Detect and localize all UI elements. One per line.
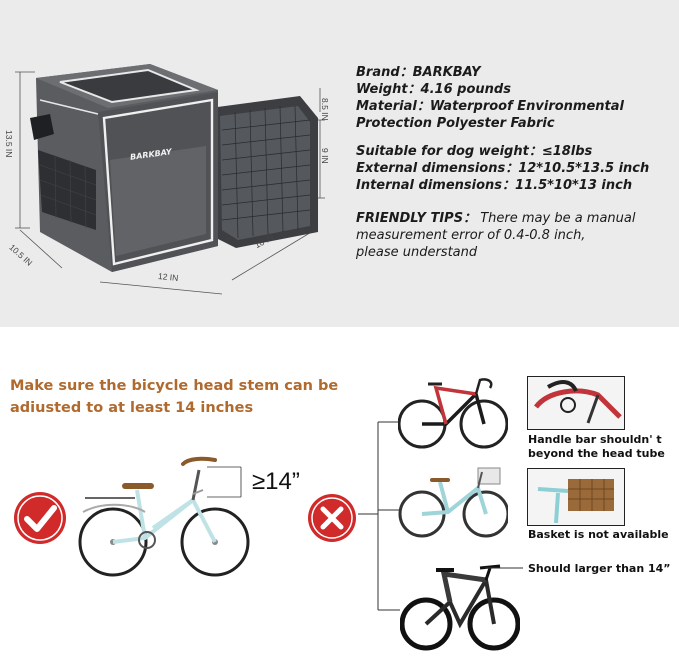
basket-bicycle-image [398, 467, 508, 538]
headline-line1: Make sure the bicycle head stem can be [10, 378, 339, 394]
tips-label: FRIENDLY TIPS： [356, 211, 477, 226]
spec-suitable-weight: Suitable for dog weight：≤18lbs [356, 144, 593, 159]
x-mark-icon [308, 494, 356, 542]
dimension-width: 12 IN [157, 270, 179, 284]
basket-photo [527, 468, 625, 526]
product-panel: BARKBAY 13.5 IN 10.5 IN 12 IN 10 IN 8.5 … [0, 0, 679, 327]
tips-text-line2: measurement error of 0.4-0.8 inch, [356, 228, 586, 243]
spec-material: Material：Waterproof Environmental [356, 99, 624, 114]
caption-should-larger: Should larger than 14” [528, 562, 671, 575]
checkmark-icon [14, 492, 66, 544]
caption-handlebar-line2: beyond the head tube [528, 447, 665, 460]
dimension-height: 13.5 IN [4, 130, 14, 158]
spec-weight: Weight：4.16 pounds [356, 82, 511, 97]
product-specifications: Brand：BARKBAY Weight：4.16 pounds Materia… [356, 64, 676, 194]
stem-measure-label: ≥14” [252, 468, 300, 495]
bicycle-requirement-headline: Make sure the bicycle head stem can be a… [10, 375, 338, 419]
road-bicycle-image [398, 378, 508, 449]
mountain-bicycle-image [400, 564, 520, 651]
comparison-bracket [358, 421, 400, 611]
spec-material-cont: Protection Polyester Fabric [356, 116, 555, 131]
tips-text: There may be a manual [476, 211, 636, 226]
caption-handlebar-line1: Handle bar shouldn' t [528, 433, 662, 446]
headline-line2: adiusted to at least 14 inches [10, 400, 254, 416]
larger-pointer-line [485, 567, 523, 569]
dimension-extension-side: 9 IN [320, 148, 330, 164]
spec-brand: Brand：BARKBAY [356, 65, 481, 80]
handlebar-drawing [534, 380, 622, 424]
handlebar-photo [527, 376, 625, 430]
stem-height-bracket [207, 466, 242, 498]
pet-carrier-bag-image [15, 64, 325, 295]
basket-drawing [537, 479, 614, 524]
spec-internal-dimensions: Internal dimensions：11.5*10*13 inch [356, 178, 633, 193]
friendly-tips: FRIENDLY TIPS： There may be a manual mea… [356, 210, 676, 261]
city-bicycle-image [78, 456, 250, 577]
dimension-extension-top: 8.5 IN [320, 98, 330, 121]
spec-external-dimensions: External dimensions：12*10.5*13.5 inch [356, 161, 650, 176]
tips-text-line3: please understand [356, 245, 478, 260]
caption-basket: Basket is not available [528, 528, 669, 541]
caption-handlebar: Handle bar shouldn' t beyond the head tu… [528, 433, 665, 461]
